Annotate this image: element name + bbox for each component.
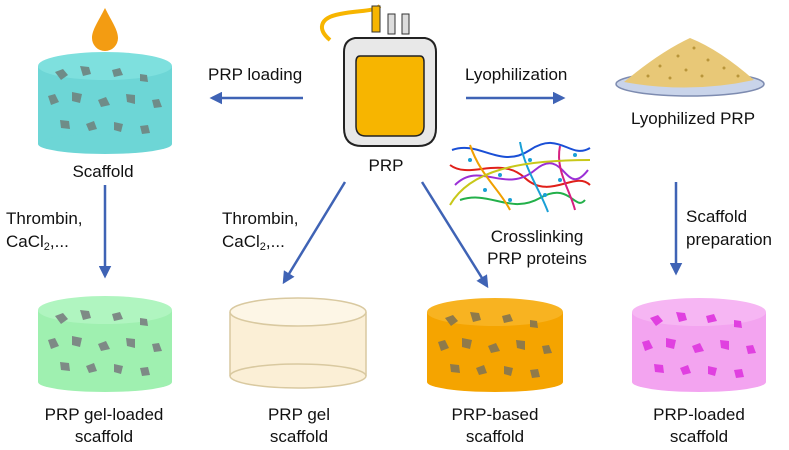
scaffold-orange xyxy=(427,298,563,392)
label-thrombin-mid-1: Thrombin, xyxy=(222,209,299,228)
label-prp-loading: PRP loading xyxy=(208,65,303,84)
prp-drop-icon xyxy=(92,8,118,51)
label-thrombin-left-2: CaCl2,... xyxy=(6,232,69,253)
label-thrombin-left-1: Thrombin, xyxy=(6,209,83,228)
label-out1-line1: PRP gel-loaded xyxy=(44,405,164,424)
scaffold-blue xyxy=(38,52,172,154)
label-lyophilization: Lyophilization xyxy=(465,65,568,84)
label-out2-line2: scaffold xyxy=(269,427,329,446)
arrows xyxy=(98,91,683,289)
label-scaffold-prep-1: Scaffold xyxy=(686,207,748,226)
gel-cylinder xyxy=(229,297,367,389)
label-out1-line2: scaffold xyxy=(74,427,134,446)
scaffold-green xyxy=(38,296,172,392)
crosslinked-network-icon xyxy=(449,141,591,213)
label-out4-line1: PRP-loaded xyxy=(653,405,745,424)
label-prp: PRP xyxy=(368,156,404,175)
label-crosslinking-2: PRP proteins xyxy=(487,249,587,268)
label-scaffold-prep-2: preparation xyxy=(686,230,773,249)
arrow-prp-to-based xyxy=(420,181,489,289)
label-out2-line1: PRP gel xyxy=(267,405,331,424)
label-out3-line2: scaffold xyxy=(465,427,525,446)
label-out3-line1: PRP-based xyxy=(451,405,539,424)
label-scaffold: Scaffold xyxy=(72,162,134,181)
prp-bag-icon xyxy=(320,4,437,147)
petri-dish-icon xyxy=(615,38,765,97)
label-lyophilized-prp: Lyophilized PRP xyxy=(630,109,756,128)
label-thrombin-mid-2: CaCl2,... xyxy=(222,232,285,253)
label-crosslinking-1: Crosslinking xyxy=(490,227,584,246)
scaffold-pink xyxy=(632,298,766,392)
label-out4-line2: scaffold xyxy=(669,427,729,446)
arrow-prp-to-gel xyxy=(282,181,347,285)
